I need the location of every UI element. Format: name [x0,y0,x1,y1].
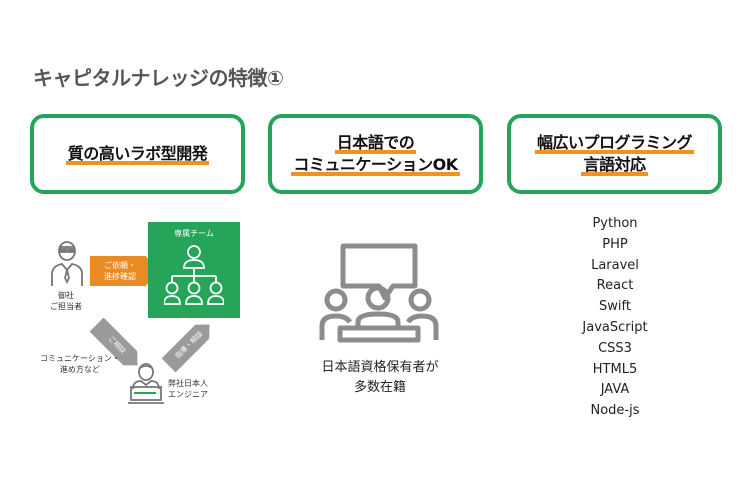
guidance-arrow: 指導・相談 [161,317,216,372]
feature-title-line-1: 幅広いプログラミング [534,132,694,154]
language-item: Swift [599,299,631,315]
client-label: 御社 ご担当者 [46,290,86,312]
feature-box-japanese-communication: 日本語での コミュニケーションOK [268,114,483,194]
org-chart-icon [164,245,224,305]
feature-title-line-2: 言語対応 [581,154,648,176]
japanese-text-line: 多数在籍 [353,380,406,395]
language-item: JavaScript [582,319,648,335]
client-label-line: 御社 [58,291,74,300]
language-item: Laravel [591,257,639,273]
language-item: Node-js [590,403,640,419]
client-person-icon [51,241,83,286]
japanese-qualified-text: 日本語資格保有者が 多数在籍 [300,358,460,398]
communication-label: コミュニケーション・ 進め方など [40,353,120,375]
client-label-line: ご担当者 [50,302,82,311]
japanese-text-line: 日本語資格保有者が [321,360,439,375]
request-arrow-line: 進捗確認 [104,272,136,281]
dedicated-team-box: 専属チーム [148,222,240,318]
language-item: Python [592,216,638,231]
language-list: Python PHP Laravel React Swift JavaScrip… [560,214,670,422]
request-arrow-line: ご依頼・ [104,261,136,270]
engineer-label-line: エンジニア [168,390,208,399]
engineer-label-line: 弊社日本人 [168,379,208,388]
communication-label-line: 進め方など [59,365,100,374]
meeting-speech-bubble-icon [319,243,439,343]
communication-label-line: コミュニケーション・ [40,354,120,363]
language-item: React [596,278,634,294]
engineer-laptop-icon [128,363,164,404]
engineer-label: 弊社日本人 エンジニア [168,378,208,400]
team-label: 専属チーム [174,229,214,238]
feature-title-line-2: コミュニケーションOK [291,154,460,176]
feature-box-programming-languages: 幅広いプログラミング 言語対応 [507,114,722,194]
feature-box-lab-development: 質の高いラボ型開発 [30,114,245,194]
guidance-arrow-label: 指導・相談 [173,329,205,361]
feature-title: 質の高いラボ型開発 [65,143,210,165]
language-item: JAVA [600,382,630,398]
language-item: HTML5 [592,361,638,377]
feature-title-line-1: 日本語での [334,132,417,154]
language-item: PHP [602,236,628,252]
request-arrow: ご依頼・ 進捗確認 [90,256,158,286]
language-item: CSS3 [598,340,632,356]
page-title: キャピタルナレッジの特徴① [33,66,284,90]
